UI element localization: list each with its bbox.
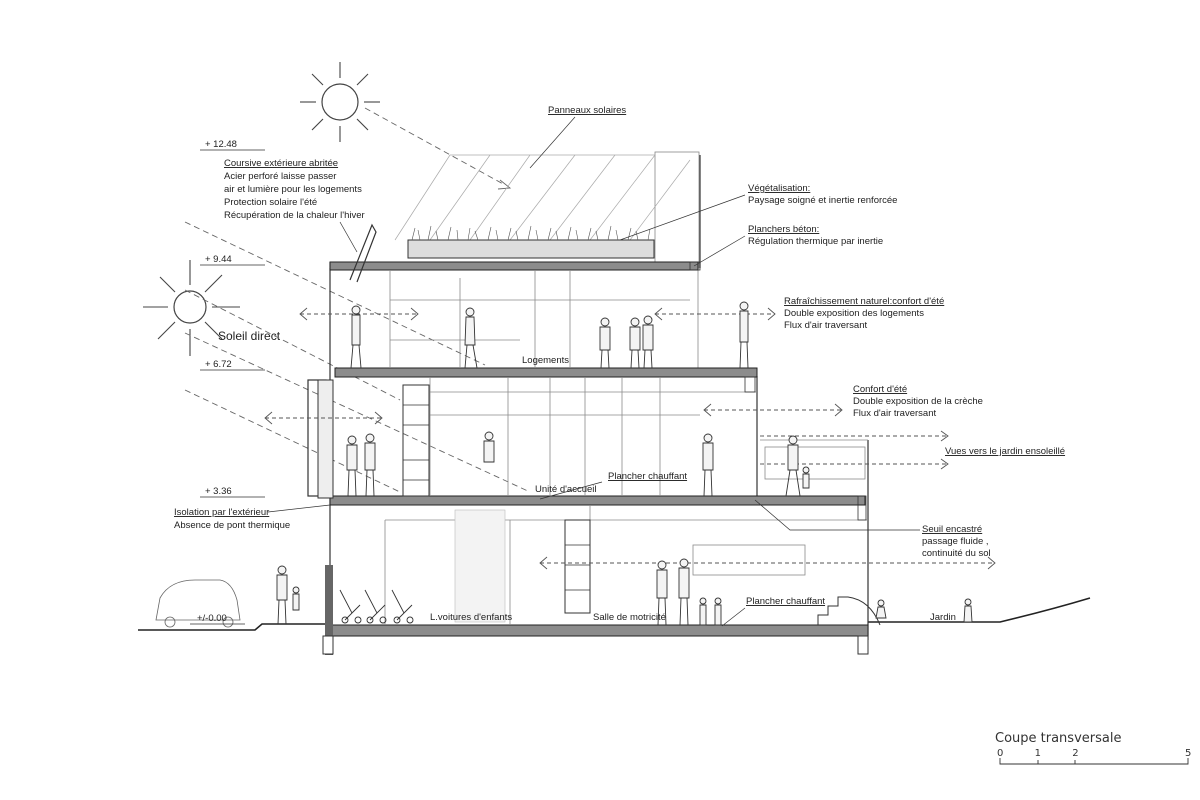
callout-rafraichissement: Rafraîchissement naturel:confort d'été D… [784, 296, 944, 331]
svg-text:Plancher chauffant: Plancher chauffant [608, 471, 687, 482]
airflow-arrowheads [264, 307, 996, 570]
elevation-marks: + 12.48 + 9.44 + 6.72 + 3.36 +/-0.00 [190, 139, 265, 625]
scale-tick-label: 5 [1185, 748, 1191, 759]
svg-text:continuité du sol: continuité du sol [922, 548, 991, 559]
scale-tick-label: 2 [1072, 748, 1078, 759]
sun-rays [184, 107, 531, 493]
svg-text:Acier perforé laisse passer: Acier perforé laisse passer [224, 171, 336, 182]
svg-text:Absence de pont thermique: Absence de pont thermique [174, 520, 290, 531]
callout-coursive: Coursive extérieure abritée Acier perfor… [224, 158, 365, 253]
svg-text:Vues vers le jardin ensoleillé: Vues vers le jardin ensoleillé [945, 446, 1065, 457]
svg-text:Protection solaire l'été: Protection solaire l'été [224, 197, 317, 208]
svg-text:air et lumière pour les logeme: air et lumière pour les logements [224, 184, 362, 195]
svg-text:Végétalisation:: Végétalisation: [748, 183, 810, 194]
svg-text:passage fluide ,: passage fluide , [922, 536, 989, 547]
callout-vues: Vues vers le jardin ensoleillé [945, 446, 1065, 457]
svg-text:Double exposition des logement: Double exposition des logements [784, 308, 924, 319]
svg-text:Planchers béton:: Planchers béton: [748, 224, 819, 235]
room-logements: Logements [522, 355, 569, 366]
svg-text:Flux d'air traversant: Flux d'air traversant [853, 408, 936, 419]
callout-vegetalisation: Végétalisation: Paysage soigné et inerti… [619, 183, 897, 241]
callout-planchers: Planchers béton: Régulation thermique pa… [693, 224, 883, 267]
callout-plancher-chauffant-0: Plancher chauffant [721, 596, 825, 627]
building [307, 151, 881, 655]
svg-text:Double exposition de la crèche: Double exposition de la crèche [853, 396, 983, 407]
elevation-000: +/-0.00 [197, 613, 227, 624]
scale-tick-label: 1 [1035, 748, 1041, 759]
svg-text:Régulation thermique par inert: Régulation thermique par inertie [748, 236, 883, 247]
elevation-336: + 3.36 [205, 486, 232, 497]
svg-text:Récupération de la chaleur l'h: Récupération de la chaleur l'hiver [224, 210, 365, 221]
elevation-672: + 6.72 [205, 359, 232, 370]
car [155, 579, 241, 628]
scale-bar: 0 1 2 5 [997, 748, 1191, 765]
room-accueil: Unité d'accueil [535, 484, 597, 495]
sun-bottom [143, 260, 240, 356]
svg-text:Coursive extérieure abritée: Coursive extérieure abritée [224, 158, 338, 169]
sun-label: Soleil direct [218, 329, 281, 343]
elevation-1248: + 12.48 [205, 139, 237, 150]
callout-confort: Confort d'été Double exposition de la cr… [853, 384, 983, 419]
sun-top [300, 62, 380, 142]
callout-panneaux: Panneaux solaires [529, 105, 626, 169]
people [276, 301, 973, 626]
svg-text:Rafraîchissement naturel:confo: Rafraîchissement naturel:confort d'été [784, 296, 944, 307]
svg-text:Isolation par l'extérieur: Isolation par l'extérieur [174, 507, 269, 518]
svg-text:Confort d'été: Confort d'été [853, 384, 907, 395]
ground-line [138, 597, 1091, 631]
elevation-944: + 9.44 [205, 254, 232, 265]
room-jardin: Jardin [930, 612, 956, 623]
callout-seuil: Seuil encastré passage fluide , continui… [754, 499, 991, 559]
svg-text:Seuil encastré: Seuil encastré [922, 524, 982, 535]
svg-text:Paysage soigné et inertie renf: Paysage soigné et inertie renforcée [748, 195, 897, 206]
callout-plancher-chauffant-1: Plancher chauffant [539, 471, 687, 500]
airflow-arrows [265, 313, 995, 564]
svg-text:Panneaux solaires: Panneaux solaires [548, 105, 626, 116]
scale-tick-label: 0 [997, 748, 1003, 759]
svg-text:Flux d'air traversant: Flux d'air traversant [784, 320, 867, 331]
drawing-caption: Coupe transversale [995, 731, 1121, 746]
svg-text:Plancher chauffant: Plancher chauffant [746, 596, 825, 607]
room-voitures: L.voitures d'enfants [430, 612, 512, 623]
callout-isolation: Isolation par l'extérieur Absence de pon… [174, 504, 331, 531]
room-motricite: Salle de motricité [593, 612, 666, 623]
